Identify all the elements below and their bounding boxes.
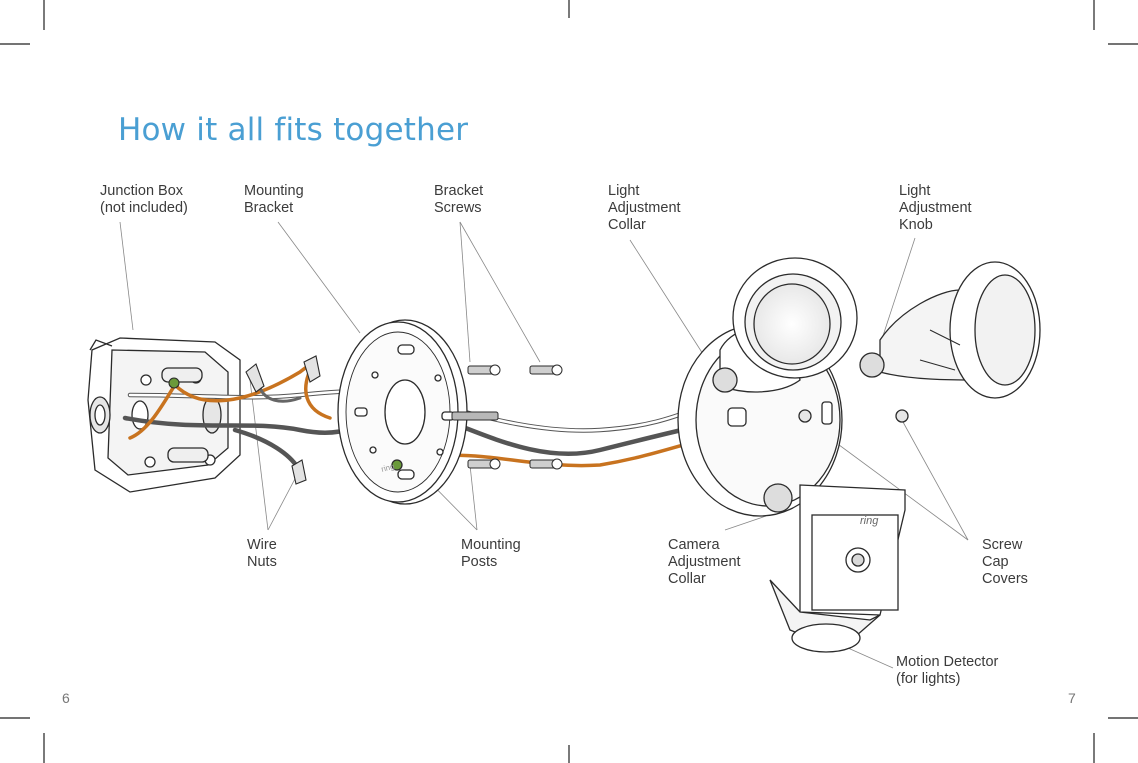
ring-brand-mark: ring xyxy=(860,515,879,527)
bracket-screws xyxy=(451,364,563,470)
label-light-adjustment-collar: Light Adjustment Collar xyxy=(608,183,681,233)
svg-text:ring: ring xyxy=(380,462,395,474)
page-title: How it all fits together xyxy=(118,112,469,148)
label-camera-adjustment-collar: Camera Adjustment Collar xyxy=(668,537,741,587)
mounting-bracket: ring xyxy=(337,319,468,505)
label-light-adjustment-knob: Light Adjustment Knob xyxy=(899,183,972,233)
label-screw-cap-covers: Screw Cap Covers xyxy=(982,537,1028,587)
label-bracket-screws: Bracket Screws xyxy=(434,183,484,216)
junction-box xyxy=(87,337,241,493)
camera-module: ring xyxy=(763,483,906,653)
page-number-left: 6 xyxy=(62,690,70,706)
label-junction-box: Junction Box (not included) xyxy=(100,183,188,216)
wire-nuts xyxy=(168,355,321,485)
label-motion-detector: Motion Detector (for lights) xyxy=(896,654,999,687)
label-wire-nuts: Wire Nuts xyxy=(247,537,277,570)
label-mounting-posts: Mounting Posts xyxy=(461,537,521,570)
page-number-right: 7 xyxy=(1068,690,1076,706)
floodlight-cam-body xyxy=(677,257,1041,517)
label-mounting-bracket: Mounting Bracket xyxy=(244,183,304,216)
